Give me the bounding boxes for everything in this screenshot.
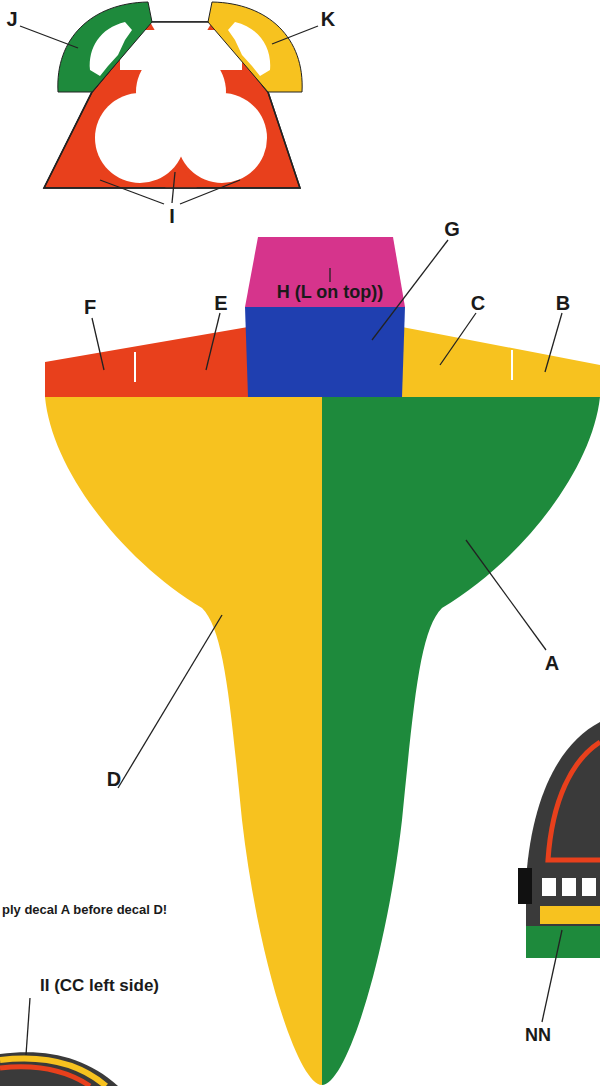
callout-letter: F bbox=[84, 296, 96, 318]
callout-letter: D bbox=[107, 768, 121, 790]
callout-letter: A bbox=[545, 652, 559, 674]
callout-letter: I bbox=[169, 205, 175, 227]
callout-letter: G bbox=[444, 218, 460, 240]
cc-side-part bbox=[0, 1052, 118, 1086]
callout-letter: C bbox=[471, 292, 485, 314]
instruction-note: ply decal A before decal D! bbox=[2, 903, 167, 917]
callout-letter: J bbox=[6, 8, 17, 30]
side-view-part bbox=[518, 722, 600, 958]
callout-letter: H (L on top)) bbox=[277, 283, 384, 303]
callout-letter: II (CC left side) bbox=[40, 977, 159, 996]
tail-decal bbox=[245, 307, 405, 397]
tail-top-decal bbox=[245, 237, 405, 307]
leader-lines bbox=[20, 26, 562, 1055]
callout-letter: NN bbox=[525, 1026, 551, 1046]
callout-letter: E bbox=[214, 292, 227, 314]
front-view-part bbox=[44, 2, 302, 188]
callout-letter: K bbox=[321, 8, 335, 30]
callout-letter: B bbox=[556, 292, 570, 314]
